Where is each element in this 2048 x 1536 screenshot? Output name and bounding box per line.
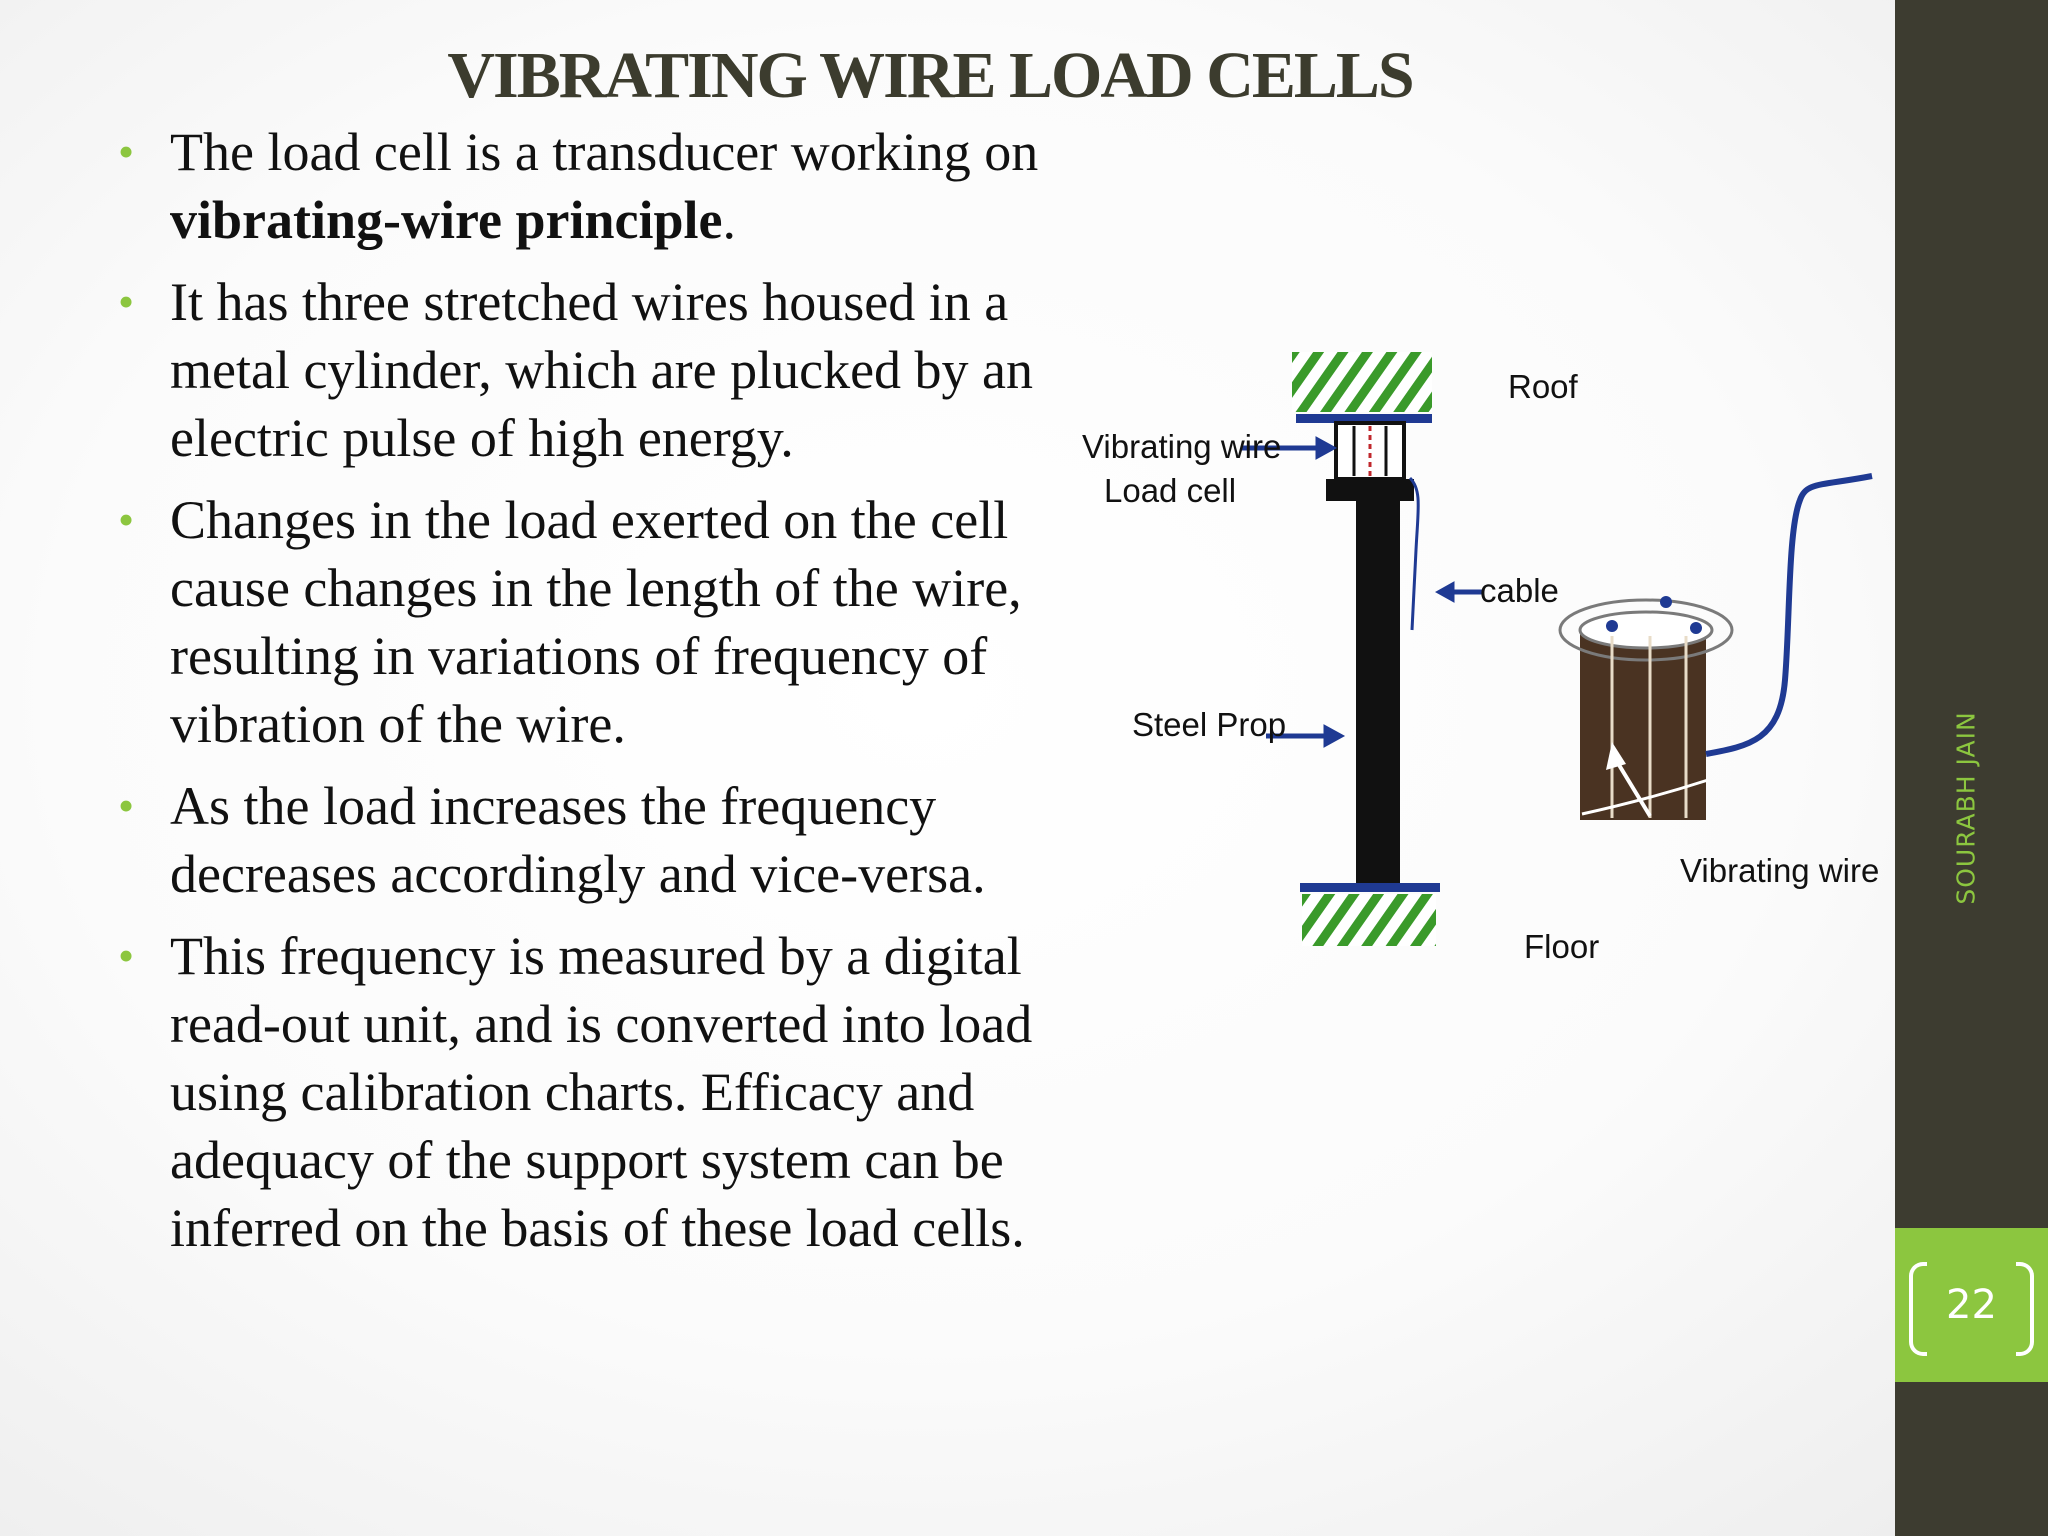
floor-plate <box>1300 883 1440 892</box>
right-brace-icon <box>2016 1262 2034 1356</box>
bullet-dot-icon: • <box>118 780 135 831</box>
bullet-dot-icon: • <box>118 494 135 545</box>
bullet-dot-icon: • <box>118 276 135 327</box>
load-cell-base <box>1326 479 1414 501</box>
floor-hatch <box>1302 894 1436 946</box>
label-roof: Roof <box>1508 368 1579 405</box>
bullet-text: The load cell is a transducer working on <box>170 122 1039 182</box>
floor-structure <box>1300 883 1440 946</box>
vibrating-wire-cylinder <box>1558 596 1734 820</box>
bullet-text: Changes in the load exerted on the cell … <box>170 490 1022 754</box>
roof-structure <box>1292 352 1432 423</box>
bullet-text-end: . <box>722 190 736 250</box>
load-cell-housing <box>1334 421 1406 481</box>
bullet-list: • The load cell is a transducer working … <box>110 118 1070 1276</box>
author-name: SOURABH JAIN <box>1951 711 1981 905</box>
bullet-text: As the load increases the frequency decr… <box>170 776 986 904</box>
label-vibrating-wire: Vibrating wire <box>1680 852 1879 889</box>
steel-prop <box>1356 501 1400 883</box>
label-steel-prop: Steel Prop <box>1132 706 1286 743</box>
left-brace-icon <box>1909 1262 1927 1356</box>
page-number: 22 <box>1946 1282 1997 1328</box>
bullet-dot-icon: • <box>118 126 135 177</box>
arrows <box>1242 436 1484 748</box>
bullet-dot-icon: • <box>118 930 135 981</box>
load-cell-diagram: Roof Vibrating wire Load cell cable Stee… <box>1082 352 1879 965</box>
bullet-item: • The load cell is a transducer working … <box>110 118 1070 254</box>
page-number-badge: 22 <box>1895 1228 2048 1382</box>
label-cable: cable <box>1480 572 1559 609</box>
bullet-item: • It has three stretched wires housed in… <box>110 268 1070 472</box>
bullet-item: • This frequency is measured by a digita… <box>110 922 1070 1262</box>
readout-cable <box>1705 473 1873 757</box>
label-floor: Floor <box>1524 928 1599 965</box>
bullet-item: • As the load increases the frequency de… <box>110 772 1070 908</box>
cable-line <box>1408 476 1420 631</box>
bullet-item: • Changes in the load exerted on the cel… <box>110 486 1070 758</box>
bullet-text: This frequency is measured by a digital … <box>170 926 1033 1258</box>
bullet-text: It has three stretched wires housed in a… <box>170 272 1033 468</box>
roof-plate <box>1296 414 1432 423</box>
roof-hatch <box>1292 352 1432 412</box>
load-cell-body <box>1326 421 1414 501</box>
slide-title: VIBRATING WIRE LOAD CELLS <box>447 39 1414 112</box>
label-load-cell: Load cell <box>1104 472 1236 509</box>
label-vibrating-wire-load-cell: Vibrating wire <box>1082 428 1281 465</box>
bullet-bold-text: vibrating-wire principle <box>170 190 723 250</box>
